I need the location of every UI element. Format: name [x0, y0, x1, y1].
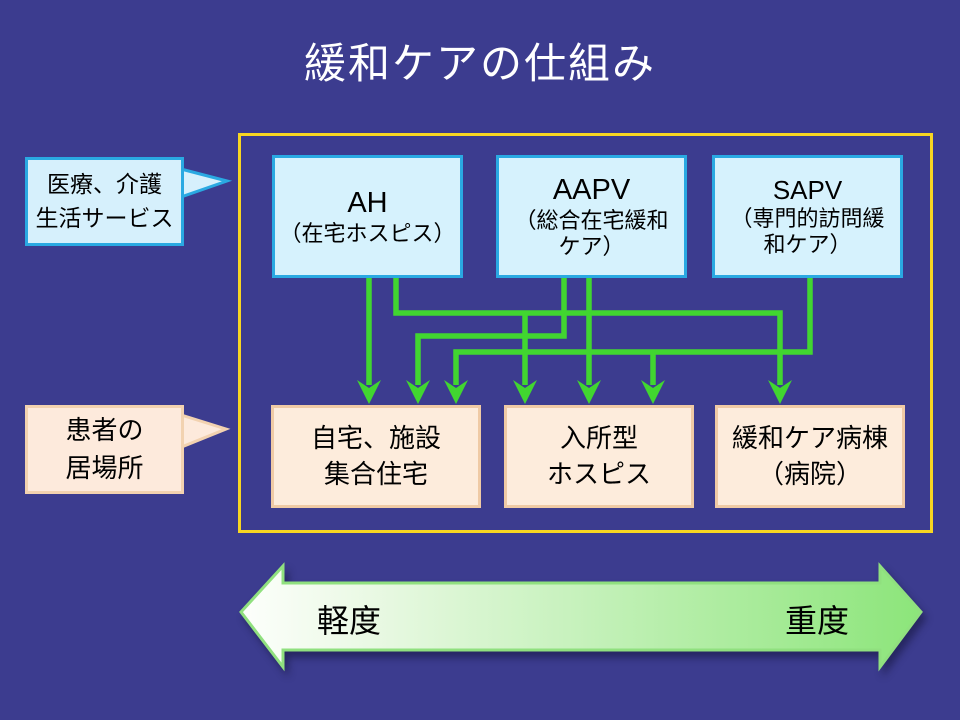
callout-patient-tail-icon [176, 411, 231, 451]
box-aapv-title: AAPV [552, 174, 631, 207]
severity-label-severe: 重度 [785, 603, 850, 639]
box-palliative-ward: 緩和ケア病棟 （病院） [715, 405, 905, 508]
connector-lines [366, 278, 813, 385]
arrowhead-icon [444, 380, 468, 404]
box-aapv-sub2: ケア） [558, 233, 625, 259]
box-ah-title: AH [347, 187, 388, 220]
arrowhead-icon [577, 380, 601, 404]
severity-arrow [239, 562, 923, 672]
box-home-line1: 自宅、施設 [310, 423, 441, 454]
callout-services: 医療、介護 生活サービス [25, 157, 184, 246]
connector-sapv-to-home [453, 278, 813, 385]
box-inpatient-hospice: 入所型 ホスピス [504, 405, 694, 508]
box-ah-sub: （在宅ホスピス） [279, 220, 456, 246]
content-frame [238, 133, 933, 533]
arrowhead-icon [406, 380, 430, 404]
callout-services-line1: 医療、介護 [47, 171, 162, 198]
box-aapv: AAPV （総合在宅緩和 ケア） [496, 155, 687, 278]
connector-arrowheads [357, 380, 792, 404]
box-ward-line2: （病院） [757, 458, 862, 489]
arrowhead-icon [357, 380, 381, 404]
callout-services-tail-icon [175, 166, 233, 201]
box-inpatient-line1: 入所型 [559, 423, 638, 454]
box-ward-line1: 緩和ケア病棟 [731, 423, 888, 454]
box-sapv-sub1: （専門的訪問緩 [730, 205, 885, 231]
arrowhead-icon [768, 380, 792, 404]
page-title: 緩和ケアの仕組み [303, 40, 656, 87]
box-sapv-title: SAPV [772, 175, 843, 206]
callout-patient: 患者の 居場所 [25, 405, 184, 494]
box-inpatient-line2: ホスピス [546, 458, 651, 489]
callout-patient-line1: 患者の [65, 414, 144, 445]
arrowhead-icon [641, 380, 665, 404]
severity-label-mild: 軽度 [317, 603, 382, 639]
box-sapv: SAPV （専門的訪問緩 和ケア） [712, 155, 903, 278]
box-home: 自宅、施設 集合住宅 [271, 405, 481, 508]
box-sapv-sub2: 和ケア） [763, 231, 852, 257]
box-ah: AH （在宅ホスピス） [272, 155, 463, 278]
callout-patient-line2: 居場所 [65, 452, 144, 483]
connector-aapv-to-home [415, 278, 567, 385]
box-home-line2: 集合住宅 [323, 458, 428, 489]
box-aapv-sub1: （総合在宅緩和 [514, 207, 669, 233]
arrowhead-icon [513, 380, 537, 404]
callout-services-line2: 生活サービス [35, 204, 174, 231]
